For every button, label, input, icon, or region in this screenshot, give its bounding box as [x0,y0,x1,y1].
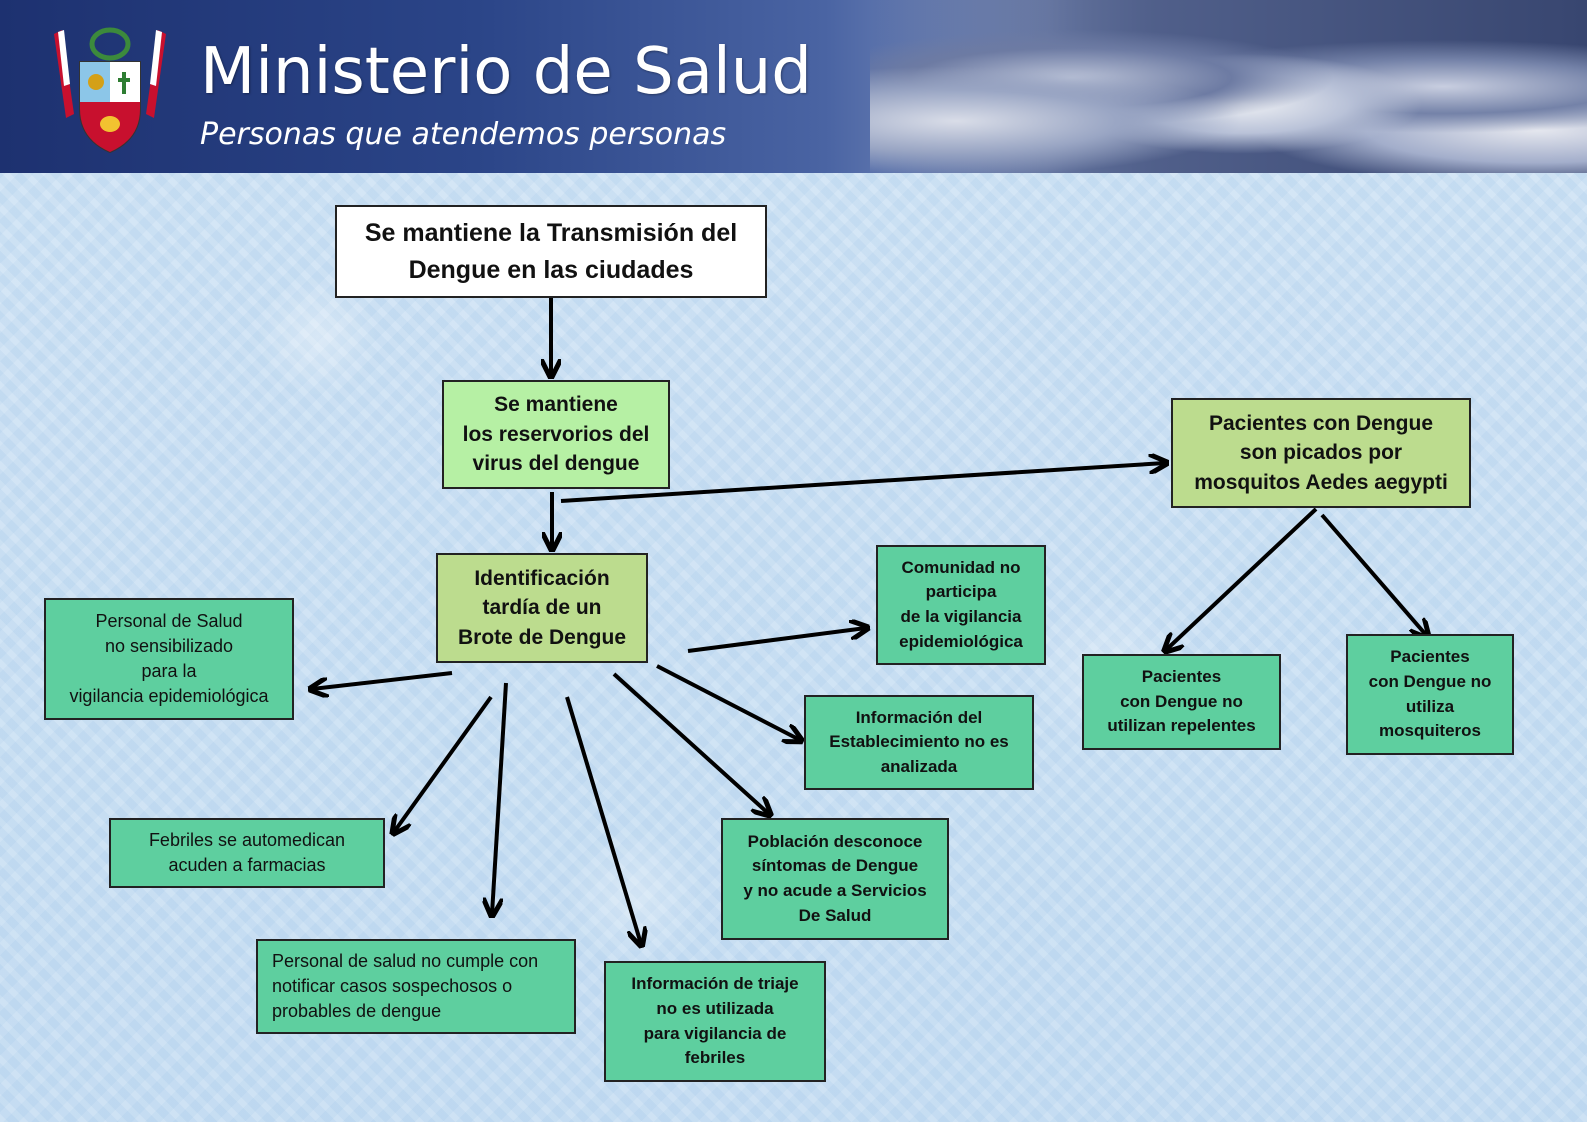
arrow-identificacion-to-personal-cumple [492,682,508,914]
node-personal-no-cumple: Personal de salud no cumple con notifica… [256,939,576,1034]
banner-photo [870,0,1587,173]
coat-of-arms-icon [54,27,166,154]
arrow-identificacion-to-informacion-establecimiento [656,664,800,740]
arrow-identificacion-to-personal-sensibilizado [312,671,453,689]
arrow-identificacion-to-febriles [394,695,493,832]
node-identificacion: Identificación tardía de un Brote de Den… [436,553,648,663]
arrow-identificacion-to-poblacion [612,672,769,814]
arrow-pacientes-to-repelentes [1166,507,1318,650]
node-poblacion: Población desconoce síntomas de Dengue y… [721,818,949,940]
node-comunidad: Comunidad no participa de la vigilancia … [876,545,1046,665]
banner-title: Ministerio de Salud [200,35,812,109]
node-personal-no-sensibilizado: Personal de Salud no sensibilizado para … [44,598,294,720]
arrow-pacientes-to-mosquiteros [1320,513,1427,636]
node-reservorios: Se mantiene los reservorios del virus de… [442,380,670,489]
node-triaje: Información de triaje no es utilizada pa… [604,961,826,1082]
banner-subtitle: Personas que atendemos personas [200,117,727,152]
arrow-identificacion-to-comunidad [687,628,866,653]
node-febriles: Febriles se automedican acuden a farmaci… [109,818,385,888]
node-mosquiteros: Pacientes con Dengue no utiliza mosquite… [1346,634,1514,755]
arrow-identificacion-to-triaje [565,696,641,944]
node-repelentes: Pacientes con Dengue no utilizan repelen… [1082,654,1281,750]
arrow-reservorios-to-pacientes [560,463,1165,503]
root-node: Se mantiene la Transmisión del Dengue en… [335,205,767,298]
node-informacion-establecimiento: Información del Establecimiento no es an… [804,695,1034,790]
node-pacientes-picados: Pacientes con Dengue son picados por mos… [1171,398,1471,508]
header-banner: Ministerio de Salud Personas que atendem… [0,0,1587,173]
